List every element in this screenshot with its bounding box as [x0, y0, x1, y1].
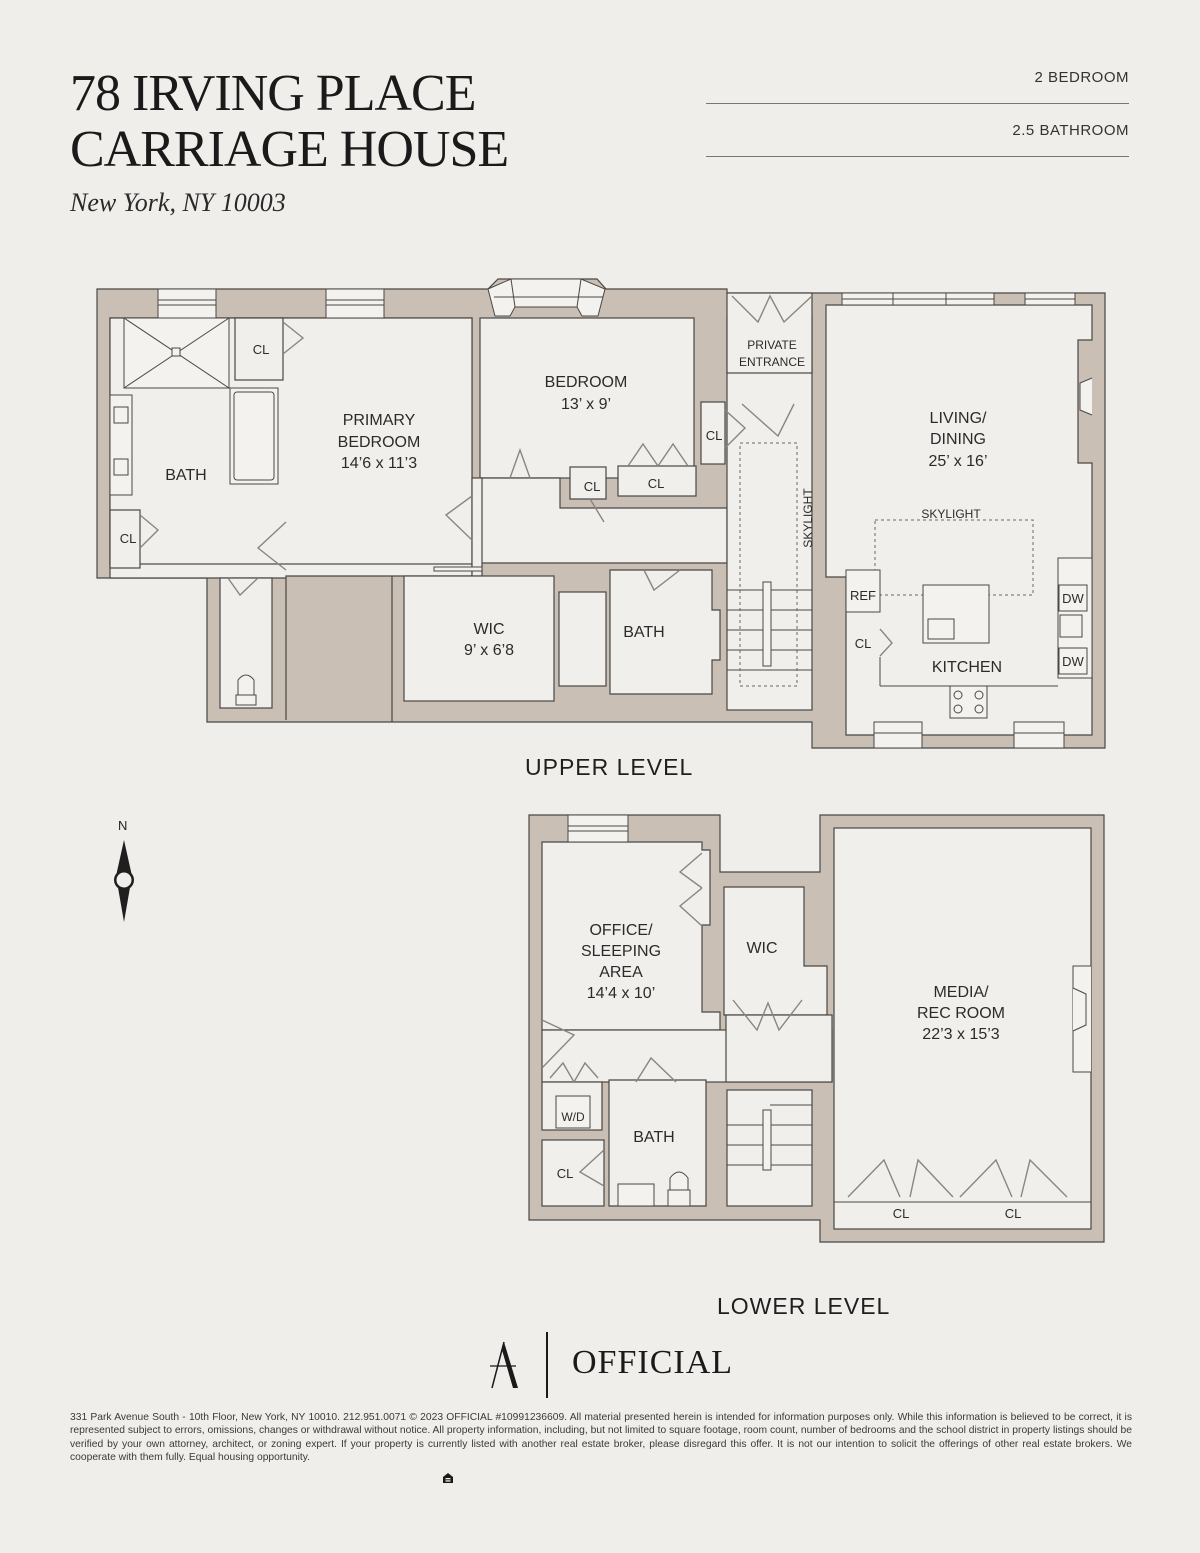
- room-dims-office: 14’4 x 10’: [587, 985, 656, 1002]
- room-dims-primary-bedroom: 14’6 x 11’3: [341, 455, 417, 472]
- room-label-media-line2: REC ROOM: [917, 1005, 1005, 1022]
- logo-divider: [546, 1332, 548, 1398]
- room-label-wic: WIC: [473, 621, 504, 638]
- upper-level-label: UPPER LEVEL: [525, 754, 694, 780]
- room-label-private-entrance-line1: PRIVATE: [747, 338, 797, 352]
- upper-level-plan: [96, 278, 1106, 749]
- room-label-closet: CL: [120, 531, 137, 546]
- room-label-media-line1: MEDIA/: [933, 984, 989, 1001]
- brand-name: OFFICIAL: [572, 1344, 734, 1381]
- equal-housing-icon: [443, 1473, 453, 1483]
- official-monogram-icon: [490, 1341, 518, 1389]
- location-subtitle: New York, NY 10003: [70, 188, 286, 217]
- lower-level-room-labels: OFFICE/ SLEEPING AREA 14’4 x 10’ WIC MED…: [557, 922, 1022, 1221]
- room-label-primary-bedroom-line1: PRIMARY: [343, 412, 416, 429]
- upper-level-room-labels: BATH CL CL PRIMARY BEDROOM 14’6 x 11’3 B…: [120, 338, 1085, 676]
- room-label-living-line2: DINING: [930, 431, 986, 448]
- title-address: 78 IRVING PLACE: [70, 65, 477, 122]
- lower-level-label: LOWER LEVEL: [717, 1293, 891, 1319]
- room-label-closet: CL: [648, 476, 665, 491]
- lower-level-plan: [528, 814, 1105, 1243]
- brand-logo: OFFICIAL: [480, 1330, 740, 1400]
- room-label-bath: BATH: [623, 624, 664, 641]
- skylight-label: SKYLIGHT: [921, 507, 981, 521]
- compass-north-label: N: [118, 818, 128, 833]
- room-dims-living: 25’ x 16’: [929, 453, 988, 470]
- room-label-closet: CL: [893, 1206, 910, 1221]
- room-label-closet: CL: [855, 636, 872, 651]
- room-label-dishwasher: DW: [1062, 591, 1084, 606]
- room-label-closet: CL: [1005, 1206, 1022, 1221]
- north-compass: N: [106, 818, 142, 922]
- room-label-closet: CL: [706, 428, 723, 443]
- room-label-bedroom: BEDROOM: [545, 374, 628, 391]
- room-label-wic: WIC: [746, 940, 777, 957]
- room-dims-media: 22’3 x 15’3: [922, 1026, 999, 1043]
- room-label-closet: CL: [584, 479, 601, 494]
- spec-bathrooms: 2.5 BATHROOM: [706, 119, 1129, 157]
- room-label-office-line3: AREA: [599, 964, 643, 981]
- room-label-washer-dryer: W/D: [561, 1110, 585, 1124]
- room-label-office-line2: SLEEPING: [581, 943, 661, 960]
- room-label-dishwasher: DW: [1062, 654, 1084, 669]
- room-label-primary-bath: BATH: [165, 467, 206, 484]
- room-label-closet: CL: [253, 342, 270, 357]
- room-label-office-line1: OFFICE/: [589, 922, 653, 939]
- room-label-closet: CL: [557, 1166, 574, 1181]
- compass-arrow-icon: [114, 840, 134, 922]
- room-label-private-entrance-line2: ENTRANCE: [739, 355, 805, 369]
- room-label-refrigerator: REF: [850, 588, 876, 603]
- room-dims-wic: 9’ x 6’8: [464, 642, 514, 659]
- room-dims-bedroom: 13’ x 9’: [561, 396, 611, 413]
- room-label-living-line1: LIVING/: [930, 410, 987, 427]
- spec-bedrooms: 2 BEDROOM: [706, 66, 1129, 104]
- listing-title-block: 78 IRVING PLACE CARRIAGE HOUSE New York,…: [70, 65, 509, 218]
- room-label-kitchen: KITCHEN: [932, 659, 1002, 676]
- title-property-name: CARRIAGE HOUSE: [70, 121, 509, 178]
- skylight-label-vertical: SKYLIGHT: [801, 488, 815, 548]
- room-label-primary-bedroom-line2: BEDROOM: [338, 434, 421, 451]
- legal-disclaimer: 331 Park Avenue South - 10th Floor, New …: [70, 1412, 1132, 1463]
- room-label-bath: BATH: [633, 1129, 674, 1146]
- upper-stairs: [727, 581, 812, 671]
- property-specs: 2 BEDROOM 2.5 BATHROOM: [706, 66, 1129, 172]
